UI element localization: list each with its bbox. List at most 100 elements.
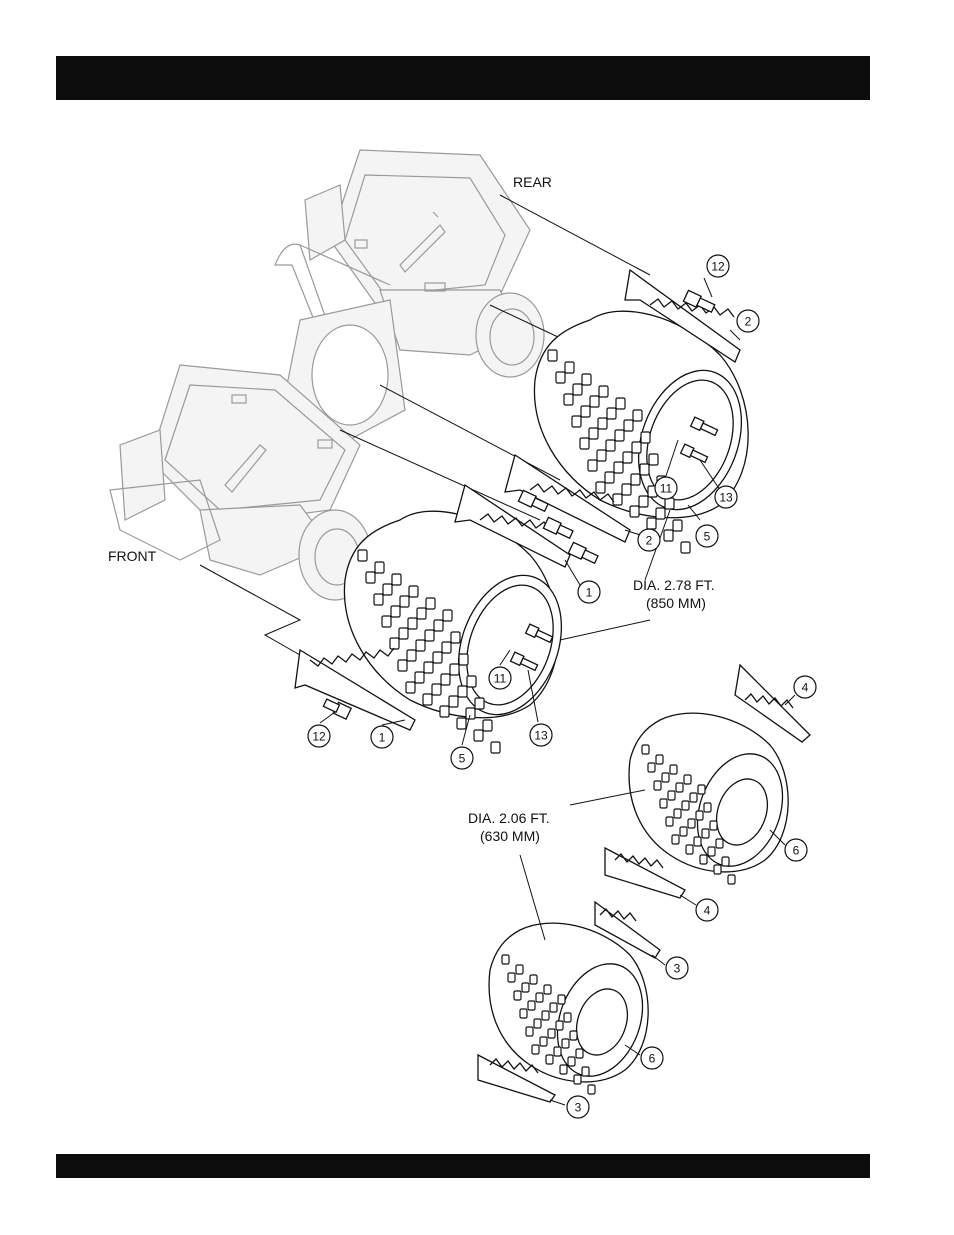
drum-lug xyxy=(694,837,701,846)
drum-lug xyxy=(681,542,690,553)
drum-lug xyxy=(607,408,616,419)
callout-number: 4 xyxy=(704,904,711,918)
drum-lug xyxy=(391,606,400,617)
drum-lug xyxy=(528,1001,535,1010)
drum-lug xyxy=(702,829,709,838)
drum-lug xyxy=(605,472,614,483)
drum-lug xyxy=(449,696,458,707)
drum-lug xyxy=(642,745,649,754)
drum-lug xyxy=(433,652,442,663)
drum-lug xyxy=(670,765,677,774)
drum-lug xyxy=(475,698,484,709)
callout-number: 11 xyxy=(660,482,673,496)
drum-lug xyxy=(649,454,658,465)
drum-lug xyxy=(647,518,656,529)
drum-lug xyxy=(408,618,417,629)
callout-12: 12 xyxy=(308,725,330,747)
drum-lug xyxy=(665,498,674,509)
drum-lug xyxy=(641,432,650,443)
drum-lug xyxy=(673,520,682,531)
label-dia-large-line1: DIA. 2.78 FT. xyxy=(633,577,715,593)
drum-lug xyxy=(399,628,408,639)
drum-lug xyxy=(440,706,449,717)
drum-lug xyxy=(680,827,687,836)
callout-number: 1 xyxy=(379,731,386,745)
drum-lug xyxy=(597,450,606,461)
drum-lug xyxy=(564,1013,571,1022)
drum-lug xyxy=(580,438,589,449)
callout-1: 1 xyxy=(578,581,600,603)
drum-lug xyxy=(631,474,640,485)
drum-lug xyxy=(424,662,433,673)
drum-lug xyxy=(690,793,697,802)
drum-lug xyxy=(542,1011,549,1020)
upper-drum-small xyxy=(629,713,797,884)
callout-number: 5 xyxy=(704,530,711,544)
drum-lug xyxy=(536,993,543,1002)
drum-lug xyxy=(491,742,500,753)
callout-number: 3 xyxy=(575,1101,582,1115)
drum-lug xyxy=(457,718,466,729)
callout-number: 13 xyxy=(719,491,733,505)
drum-lug xyxy=(526,1027,533,1036)
drum-lug xyxy=(554,1047,561,1056)
drum-lug xyxy=(442,642,451,653)
drum-lug xyxy=(358,550,367,561)
drum-lug xyxy=(540,1037,547,1046)
drum-lug xyxy=(534,1019,541,1028)
callout-number: 6 xyxy=(793,844,800,858)
drum-lug xyxy=(624,420,633,431)
drum-lug xyxy=(682,801,689,810)
drum-lug xyxy=(696,811,703,820)
drum-lug xyxy=(466,708,475,719)
drum-lug xyxy=(558,995,565,1004)
drum-lug xyxy=(556,1021,563,1030)
drum-lug xyxy=(415,672,424,683)
callout-6: 6 xyxy=(785,839,807,861)
drum-lug xyxy=(574,1075,581,1084)
drum-lug xyxy=(382,616,391,627)
drum-lug xyxy=(716,839,723,848)
callout-number: 13 xyxy=(534,729,548,743)
drum-lug xyxy=(598,418,607,429)
drum-lug xyxy=(409,586,418,597)
drum-lug xyxy=(581,406,590,417)
drum-lug xyxy=(684,775,691,784)
callout-11: 11 xyxy=(655,477,677,499)
drum-lug xyxy=(548,350,557,361)
drum-lug xyxy=(674,809,681,818)
drum-lug xyxy=(710,821,717,830)
drum-lug xyxy=(459,654,468,665)
drum-lug xyxy=(606,440,615,451)
label-dia-small-line2: (630 MM) xyxy=(480,828,540,844)
drum-lug xyxy=(502,955,509,964)
drum-lug xyxy=(666,817,673,826)
drum-lug xyxy=(654,781,661,790)
drum-lug xyxy=(688,819,695,828)
callout-number: 11 xyxy=(494,672,507,686)
drum-lug xyxy=(560,1065,567,1074)
drum-lug xyxy=(564,394,573,405)
drum-lug xyxy=(406,682,415,693)
drum-lug xyxy=(443,610,452,621)
drum-lug xyxy=(648,763,655,772)
drum-lug xyxy=(622,484,631,495)
drum-lug xyxy=(590,396,599,407)
callout-13: 13 xyxy=(530,724,552,746)
drum-lug xyxy=(366,572,375,583)
drum-lug xyxy=(573,384,582,395)
label-front: FRONT xyxy=(108,548,157,564)
drum-lug xyxy=(572,416,581,427)
drum-lug xyxy=(450,664,459,675)
drum-lug xyxy=(576,1049,583,1058)
callout-number: 2 xyxy=(745,315,752,329)
drum-lug xyxy=(400,596,409,607)
drum-lug xyxy=(660,799,667,808)
drum-lug xyxy=(676,783,683,792)
callout-5: 5 xyxy=(696,525,718,547)
drum-lug xyxy=(698,785,705,794)
drum-lug xyxy=(589,428,598,439)
callout-12: 12 xyxy=(707,255,729,277)
callout-number: 4 xyxy=(802,681,809,695)
